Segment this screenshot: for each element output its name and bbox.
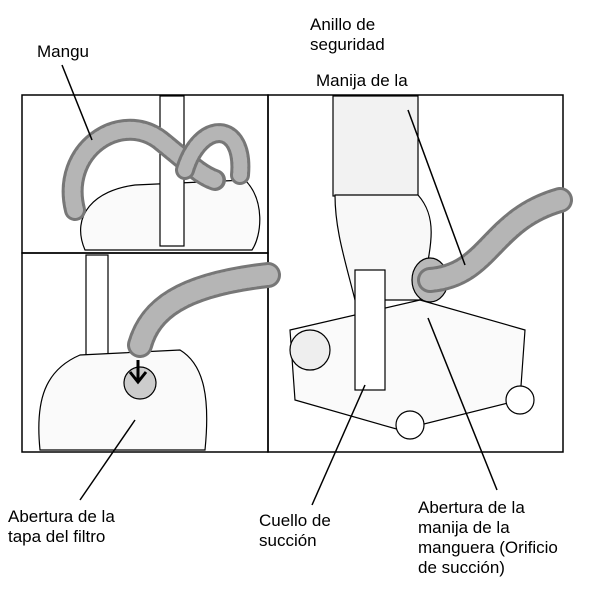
- label-filter-lid-opening: Abertura de la tapa del filtro: [8, 507, 115, 547]
- label-suction-neck: Cuello de succión: [259, 511, 331, 551]
- upright-vacuum-illustration: [290, 96, 560, 439]
- filter-lid-illustration: [39, 255, 268, 450]
- label-hose-handle: Manija de la manguera: [316, 71, 408, 97]
- label-handle-opening: Abertura de la manija de la manguera (Or…: [418, 498, 558, 578]
- canister-top-illustration: [73, 96, 260, 250]
- label-safety-ring: Anillo de seguridad: [310, 15, 385, 55]
- label-hose: Mangu: [37, 42, 89, 62]
- leader-hose: [62, 65, 92, 140]
